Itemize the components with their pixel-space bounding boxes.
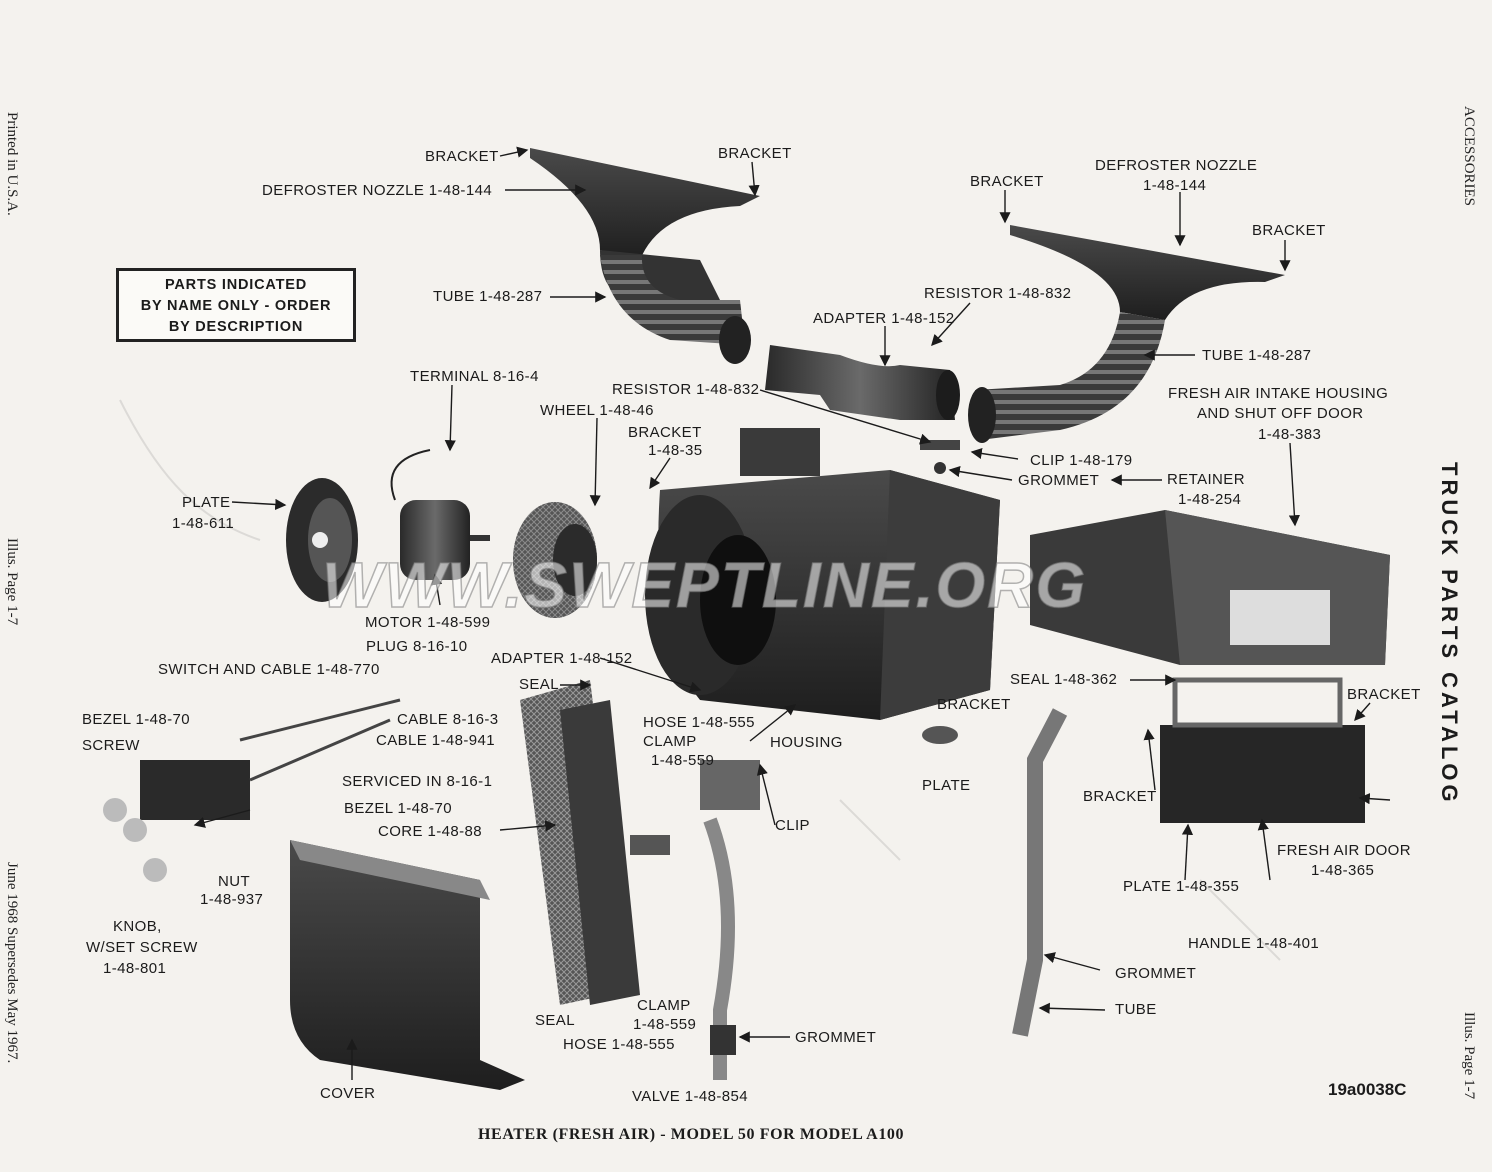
part-label: CABLE 8-16-3 (397, 711, 499, 728)
part-label: 1-48-937 (200, 891, 264, 908)
margin-illus-left: Illus. Page 1-7 (4, 538, 20, 626)
part-label: SEAL 1-48-362 (1010, 671, 1118, 688)
part-label: KNOB, (113, 918, 162, 935)
part-label: SEAL (519, 676, 559, 693)
valve-assembly (700, 760, 760, 1080)
part-label: SEAL (535, 1012, 575, 1029)
part-label: RESISTOR 1-48-832 (924, 285, 1072, 302)
blower-wheel (513, 502, 597, 618)
part-label: BRACKET (718, 145, 792, 162)
part-label: TERMINAL 8-16-4 (410, 368, 539, 385)
part-label: 1-48-365 (1311, 862, 1375, 879)
part-label: BRACKET (937, 696, 1011, 713)
plate-small (922, 726, 958, 744)
drawing-number: 19a0038C (1328, 1080, 1407, 1099)
part-label: HOSE 1-48-555 (643, 714, 755, 731)
part-label: HOSE 1-48-555 (563, 1036, 675, 1053)
part-label: DEFROSTER NOZZLE (1095, 157, 1258, 174)
watermark: WWW.SWEPTLINE.ORG (321, 548, 1088, 622)
notice-box: PARTS INDICATED BY NAME ONLY - ORDER BY … (116, 268, 356, 342)
part-label: ADAPTER 1-48-152 (491, 650, 633, 667)
part-label: FRESH AIR DOOR (1277, 842, 1411, 859)
part-label: BEZEL 1-48-70 (82, 711, 191, 728)
switch-assembly (103, 698, 401, 882)
part-label: 1-48-801 (103, 960, 167, 977)
part-label: CORE 1-48-88 (378, 823, 483, 840)
part-label: SCREW (82, 737, 140, 754)
leader-lines (193, 146, 1391, 1080)
part-label: 1-48-383 (1258, 426, 1322, 443)
part-label: BRACKET (1083, 788, 1157, 805)
notice-line: BY DESCRIPTION (168, 319, 304, 335)
part-label: 1-48-254 (1178, 491, 1242, 508)
part-label: GROMMET (1018, 472, 1100, 489)
part-label: RETAINER (1167, 471, 1245, 488)
part-label: TUBE (1115, 1001, 1157, 1018)
tube-right (968, 312, 1165, 443)
part-label: PLUG 8-16-10 (366, 638, 468, 655)
part-label: TUBE 1-48-287 (1202, 347, 1312, 364)
part-label: BRACKET (628, 424, 702, 441)
catalog-title: TRUCK PARTS CATALOG (1437, 462, 1462, 806)
part-label: HANDLE 1-48-401 (1188, 935, 1320, 952)
part-label: WHEEL 1-48-46 (540, 402, 654, 419)
part-label: BRACKET (425, 148, 499, 165)
part-label: MOTOR 1-48-599 (365, 614, 491, 631)
margin-illus-right: Illus. Page 1-7 (1461, 1012, 1477, 1100)
part-label: COVER (320, 1085, 376, 1102)
tube-left (600, 255, 751, 364)
part-label: PLATE 1-48-355 (1123, 878, 1240, 895)
part-label: CLIP 1-48-179 (1030, 452, 1133, 469)
figure-caption: HEATER (FRESH AIR) - MODEL 50 FOR MODEL … (478, 1126, 905, 1143)
margin-date: June 1968 Supersedes May 1967. (4, 862, 20, 1064)
plate-left (286, 478, 358, 602)
part-label: VALVE 1-48-854 (632, 1088, 748, 1105)
part-label: GROMMET (1115, 965, 1197, 982)
margin-printed: Printed in U.S.A. (4, 112, 20, 216)
bleed-through (119, 399, 1281, 961)
adapter-center (765, 345, 960, 420)
part-label: 1-48-144 (1143, 177, 1207, 194)
part-label: BEZEL 1-48-70 (344, 800, 453, 817)
part-label: FRESH AIR INTAKE HOUSING (1168, 385, 1389, 402)
part-label: SERVICED IN 8-16-1 (342, 773, 493, 790)
part-label: CLAMP (637, 997, 691, 1014)
tube-vertical (1012, 708, 1068, 1037)
part-label: PLATE (922, 777, 971, 794)
part-label: 1-48-611 (172, 515, 235, 532)
part-label: CABLE 1-48-941 (376, 732, 496, 749)
part-label: HOUSING (770, 734, 843, 751)
part-label: 1-48-559 (651, 752, 715, 769)
part-label: BRACKET (1252, 222, 1326, 239)
fresh-air-intake-housing (1030, 510, 1390, 665)
part-label: BRACKET (970, 173, 1044, 190)
part-label: NUT (218, 873, 251, 890)
part-label: ADAPTER 1-48-152 (813, 310, 955, 327)
cover (290, 840, 525, 1090)
part-label: AND SHUT OFF DOOR (1197, 405, 1364, 422)
part-label: PLATE (182, 494, 231, 511)
part-label: CLAMP (643, 733, 697, 750)
heater-housing (645, 428, 1000, 720)
fresh-air-door (1160, 677, 1365, 823)
part-label: 1-48-559 (633, 1016, 697, 1033)
part-label: SWITCH AND CABLE 1-48-770 (158, 661, 380, 678)
margin-section: ACCESSORIES (1461, 106, 1477, 207)
part-label: GROMMET (795, 1029, 877, 1046)
part-label: TUBE 1-48-287 (433, 288, 543, 305)
part-label: BRACKET (1347, 686, 1421, 703)
grommet-small (934, 462, 946, 474)
resistor (920, 440, 960, 450)
heater-core (520, 680, 670, 1005)
part-label: CLIP (775, 817, 810, 834)
defroster-nozzle-right (1010, 225, 1285, 320)
notice-line: BY NAME ONLY - ORDER (140, 298, 332, 314)
part-label: W/SET SCREW (86, 939, 198, 956)
motor (390, 449, 490, 580)
part-label: RESISTOR 1-48-832 (612, 381, 760, 398)
notice-line: PARTS INDICATED (165, 277, 307, 293)
part-label: DEFROSTER NOZZLE 1-48-144 (262, 182, 493, 199)
part-label: 1-48-35 (648, 442, 703, 459)
